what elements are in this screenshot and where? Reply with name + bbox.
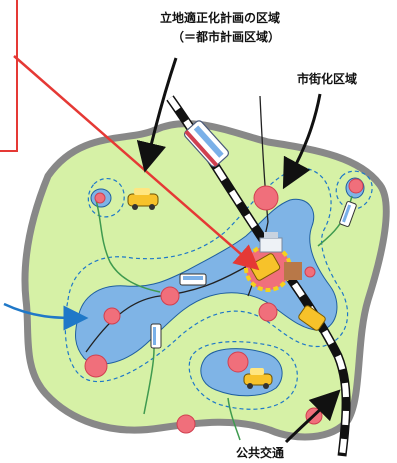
blue-pointer-arrow (3, 302, 89, 331)
bus-icon (150, 323, 162, 349)
station-building-icon (259, 232, 283, 253)
train-icon (298, 305, 326, 331)
urbanization-pointer (282, 93, 322, 190)
bus-icon (339, 201, 357, 227)
planning-area-label: 立地適正化計画の区域 (160, 11, 281, 25)
train-icon (183, 120, 230, 168)
planning-area-sublabel: （＝都市計画区域） (172, 30, 281, 44)
car-icon (243, 368, 273, 389)
public-transport-label: 公共交通 (236, 446, 285, 460)
urbanization-areas (64, 167, 373, 410)
car-icon (127, 188, 159, 210)
red-pointer-arrow (13, 55, 260, 271)
public-transport-pointer (284, 389, 341, 444)
center-nodes (84, 178, 364, 434)
planning-area-pointer (136, 57, 178, 173)
urbanization-area-label: 市街化区域 (297, 72, 358, 86)
bus-icon (179, 273, 207, 286)
red-callout-box (0, 0, 18, 152)
